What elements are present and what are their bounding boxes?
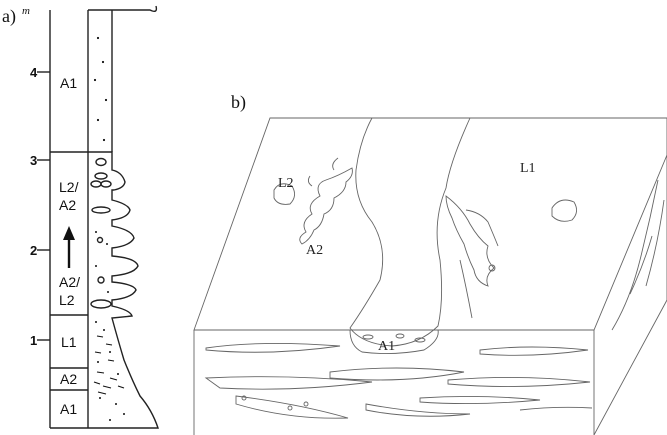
soil-block bbox=[194, 118, 667, 435]
unit-a2-l2-line1: A2/ bbox=[59, 274, 80, 290]
upward-arrow-icon bbox=[63, 226, 75, 268]
depth-label-3: 3 bbox=[30, 153, 37, 168]
unit-l1: L1 bbox=[61, 334, 77, 350]
unit-a2: A2 bbox=[60, 371, 77, 387]
panel-a-unit-mark: m bbox=[22, 5, 30, 17]
lithology-column bbox=[88, 6, 158, 428]
unit-l2-a2-line2: A2 bbox=[59, 197, 76, 213]
depth-label-2: 2 bbox=[30, 243, 37, 258]
panel-b-label-l1: L1 bbox=[520, 161, 536, 176]
panel-a-label: a) bbox=[2, 6, 16, 27]
depth-label-4: 4 bbox=[30, 65, 38, 80]
unit-column: A1 L2/ A2 A2/ L2 L1 A2 A1 bbox=[50, 10, 88, 428]
unit-a1-top: A1 bbox=[60, 75, 77, 91]
blob-right bbox=[552, 200, 577, 221]
right-face-cracks bbox=[612, 180, 664, 330]
panel-b-label: b) bbox=[231, 92, 246, 113]
wedge-structure bbox=[350, 118, 470, 354]
panel-b-label-l2: L2 bbox=[278, 176, 294, 191]
unit-l2-a2-line1: L2/ bbox=[59, 179, 79, 195]
front-face-lenses bbox=[206, 343, 592, 418]
depth-label-1: 1 bbox=[30, 333, 37, 348]
unit-a2-l2-line2: L2 bbox=[59, 292, 75, 308]
panel-a: a) m 4 3 2 1 A1 L2/ A2 A2/ L2 L1 bbox=[2, 5, 158, 428]
panel-b-label-a2: A2 bbox=[306, 243, 323, 258]
depth-axis: 4 3 2 1 bbox=[30, 65, 50, 348]
fern-feature-left bbox=[300, 158, 353, 244]
panel-b-label-a1: A1 bbox=[378, 339, 395, 354]
unit-a1-bottom: A1 bbox=[60, 401, 77, 417]
fern-feature-right bbox=[446, 196, 498, 318]
panel-b: b) bbox=[194, 92, 667, 435]
